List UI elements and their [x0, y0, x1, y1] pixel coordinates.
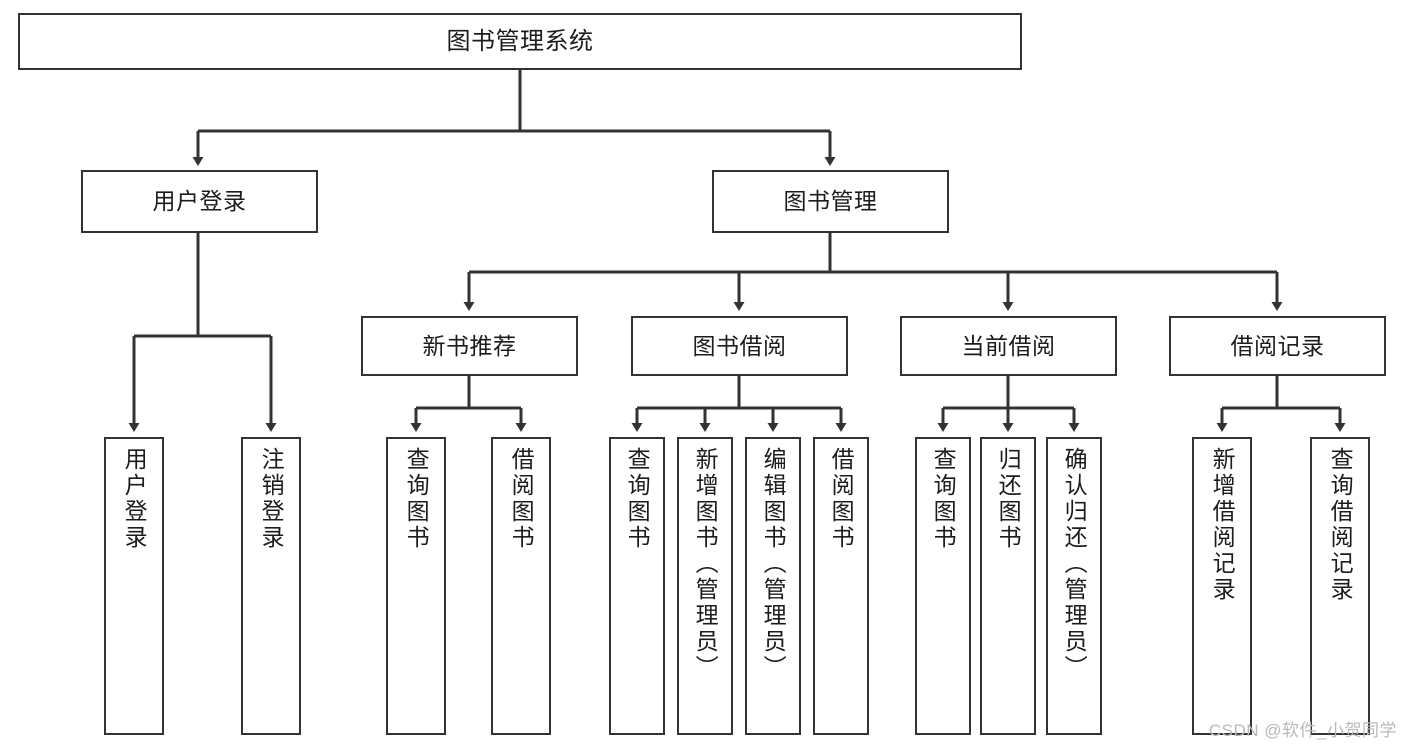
node-leaf-add-book-label: 新增图书（管理员） [692, 447, 719, 681]
node-leaf-add-book[interactable]: 新增图书（管理员） [677, 437, 733, 735]
node-root-label: 图书管理系统 [446, 27, 594, 55]
node-leaf-query-book-1[interactable]: 查询图书 [386, 437, 446, 735]
node-leaf-borrow-book-1-label: 借阅图书 [508, 447, 535, 551]
node-leaf-return-book[interactable]: 归还图书 [980, 437, 1036, 735]
node-leaf-borrow-book-1[interactable]: 借阅图书 [491, 437, 551, 735]
node-leaf-query-record-label: 查询借阅记录 [1327, 447, 1354, 603]
node-leaf-logout-label: 注销登录 [258, 447, 285, 551]
node-leaf-edit-book-label: 编辑图书（管理员） [760, 447, 787, 681]
node-leaf-borrow-book-2[interactable]: 借阅图书 [813, 437, 869, 735]
node-leaf-query-book-2[interactable]: 查询图书 [609, 437, 665, 735]
node-leaf-user-login[interactable]: 用户登录 [104, 437, 164, 735]
node-user-login-label: 用户登录 [152, 188, 247, 215]
node-borrow-record[interactable]: 借阅记录 [1169, 316, 1386, 376]
node-book-manage[interactable]: 图书管理 [712, 170, 949, 233]
node-leaf-borrow-book-2-label: 借阅图书 [828, 447, 855, 551]
node-leaf-query-book-3-label: 查询图书 [930, 447, 957, 551]
node-current-borrow-label: 当前借阅 [961, 332, 1056, 359]
node-leaf-logout[interactable]: 注销登录 [241, 437, 301, 735]
node-book-borrow-label: 图书借阅 [692, 332, 787, 359]
node-leaf-return-book-label: 归还图书 [995, 447, 1022, 551]
node-leaf-add-record[interactable]: 新增借阅记录 [1192, 437, 1252, 735]
node-leaf-query-book-1-label: 查询图书 [403, 447, 430, 551]
node-leaf-user-login-label: 用户登录 [121, 447, 148, 551]
node-leaf-confirm-return[interactable]: 确认归还（管理员） [1046, 437, 1102, 735]
node-book-manage-label: 图书管理 [783, 188, 878, 215]
watermark-text: CSDN @软件_小贺同学 [1208, 721, 1397, 740]
node-leaf-query-record[interactable]: 查询借阅记录 [1310, 437, 1370, 735]
node-borrow-record-label: 借阅记录 [1230, 332, 1325, 359]
node-new-book-recommend-label: 新书推荐 [422, 332, 517, 359]
node-leaf-confirm-return-label: 确认归还（管理员） [1061, 447, 1088, 681]
node-book-borrow[interactable]: 图书借阅 [631, 316, 848, 376]
node-leaf-query-book-2-label: 查询图书 [624, 447, 651, 551]
node-leaf-query-book-3[interactable]: 查询图书 [915, 437, 971, 735]
node-current-borrow[interactable]: 当前借阅 [900, 316, 1117, 376]
node-user-login[interactable]: 用户登录 [81, 170, 318, 233]
node-leaf-add-record-label: 新增借阅记录 [1209, 447, 1236, 603]
node-root[interactable]: 图书管理系统 [18, 13, 1022, 70]
node-leaf-edit-book[interactable]: 编辑图书（管理员） [745, 437, 801, 735]
node-new-book-recommend[interactable]: 新书推荐 [361, 316, 578, 376]
